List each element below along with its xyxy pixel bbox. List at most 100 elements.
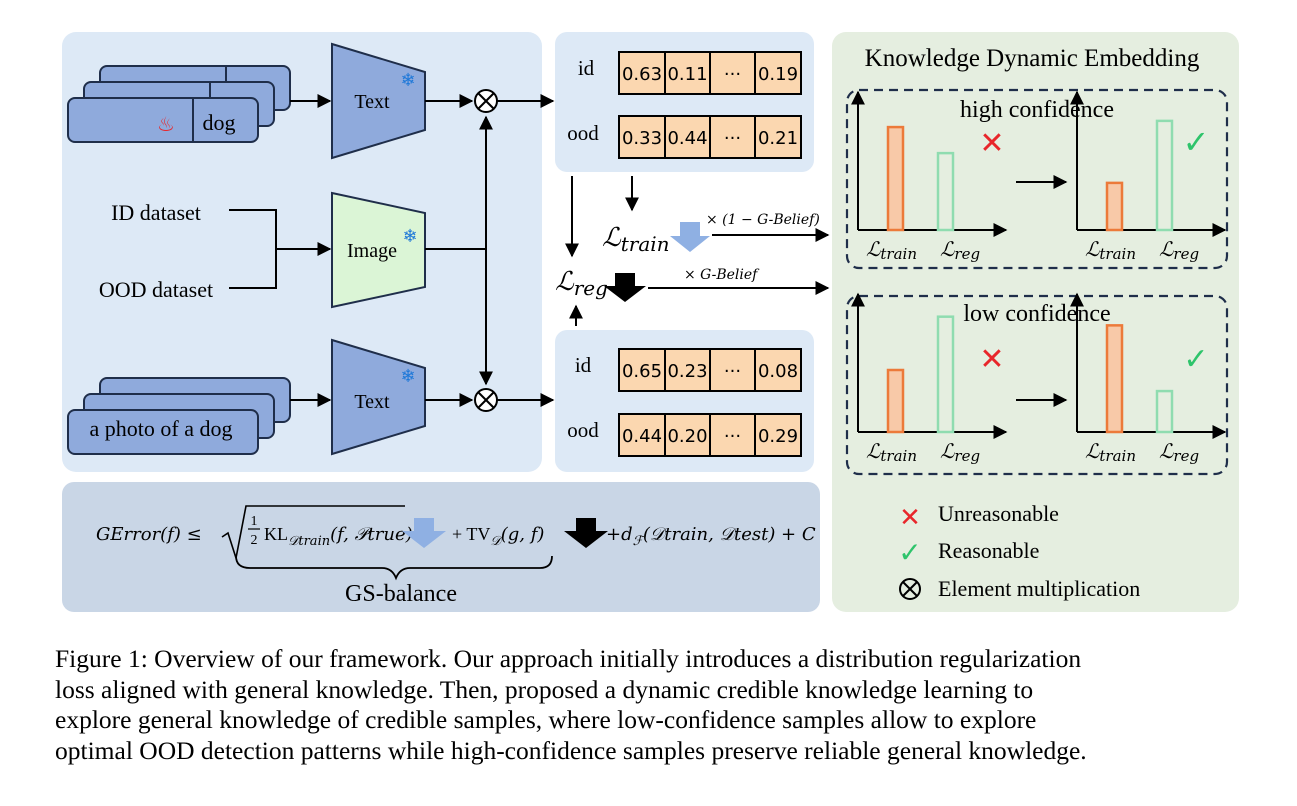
score-value: 0.29 <box>758 426 798 447</box>
train-loss-bar <box>1105 324 1124 434</box>
formula-line: GError(f) ≤ <box>96 524 202 545</box>
text-encoder-bottom <box>331 338 426 456</box>
chart-reg-label: ℒreg <box>1159 237 1199 263</box>
score-cell <box>618 51 666 95</box>
dark-arrow-icon <box>564 518 608 548</box>
legend-multiply-icon <box>899 578 921 600</box>
chart-reg-sub: reg <box>954 245 980 263</box>
image-encoder <box>331 191 426 309</box>
snowflake-icon: ❄ <box>400 366 415 387</box>
top-ood-label: ood <box>567 121 599 145</box>
loss-train-symbol: ℒ <box>602 223 622 253</box>
formula-panel <box>62 482 820 612</box>
score-value: 0.33 <box>622 128 662 149</box>
chart-train-symbol: ℒ <box>1085 237 1100 261</box>
score-cell <box>664 413 711 457</box>
chart-reg-symbol: ℒ <box>940 439 955 463</box>
gs-balance-label: GS-balance <box>345 581 457 607</box>
legend-multiply-icon-cross <box>902 581 918 597</box>
multiply-node-top-cross <box>477 92 495 110</box>
formula-d-args: (𝒟train, 𝒟test) + C <box>643 524 816 545</box>
score-cell <box>754 51 802 95</box>
score-cell <box>754 115 802 159</box>
ood-dataset-label: OOD dataset <box>99 277 213 302</box>
legend-unreasonable: Unreasonable <box>938 501 1059 526</box>
formula-kl-args: (f, 𝒫true) <box>330 524 413 545</box>
formula-d-sub: ℱ <box>633 534 646 549</box>
formula-tv-name: + TV <box>452 524 490 544</box>
top-id-label: id <box>578 56 595 80</box>
score-value: 0.23 <box>667 361 707 382</box>
score-cell <box>618 348 666 392</box>
light-arrow-icon <box>402 518 446 548</box>
chart-train-symbol: ℒ <box>866 439 881 463</box>
chart-train-sub: train <box>880 447 917 465</box>
caption-line: loss aligned with general knowledge. The… <box>55 674 1034 704</box>
cross-icon: ✕ <box>979 126 1004 161</box>
dark-arrow-icon <box>604 273 646 302</box>
bottom-prompt-text: a photo of a dog <box>90 416 233 441</box>
framework-diagram: ♨ dog a photo of a dog Text ❄ Image ❄ Te… <box>62 32 1239 612</box>
loss-train-sub: train <box>621 232 670 256</box>
caption-line: Figure 1: Overview of our framework. Our… <box>55 644 1082 673</box>
chart-train-sub: train <box>1099 447 1136 465</box>
chart-reg-symbol: ℒ <box>1159 237 1174 261</box>
low-confidence-title: low confidence <box>963 301 1110 327</box>
high-confidence-box <box>845 88 1229 270</box>
prompt-stack-bottom <box>67 377 291 455</box>
formula-kl-sub: 𝒟train <box>288 534 330 549</box>
caption-line: optimal OOD detection patterns while hig… <box>55 735 1087 765</box>
legend-cross-icon: ✕ <box>899 503 921 533</box>
chart-reg-sub: reg <box>1173 245 1199 263</box>
loss-reg-symbol: ℒ <box>555 267 575 297</box>
id-dataset-label: ID dataset <box>111 200 201 225</box>
chart-reg-sub: reg <box>1173 447 1199 465</box>
score-cell <box>709 51 756 95</box>
score-value: 0.21 <box>758 128 798 149</box>
chart-train-sub: train <box>1099 245 1136 263</box>
knowledge-title: Knowledge Dynamic Embedding <box>865 45 1200 72</box>
legend-check-icon: ✓ <box>898 536 921 569</box>
formula-tv-sub: 𝒟 <box>490 534 503 549</box>
reg-weight-label: × G-Belief <box>684 267 760 283</box>
chart-reg-label: ℒreg <box>940 237 980 263</box>
text-encoder-bottom-label: Text <box>354 391 390 413</box>
score-value: ··· <box>724 426 741 447</box>
text-encoder-top-label: Text <box>354 91 390 113</box>
score-cell <box>664 51 711 95</box>
formula-kl-name: KL <box>264 524 288 544</box>
score-cell <box>754 348 802 392</box>
chart-reg-label: ℒreg <box>1159 439 1199 465</box>
half-denominator: 2 <box>251 533 258 548</box>
train-weight-label: × (1 − G-Belief) <box>706 212 820 228</box>
check-icon: ✓ <box>1183 342 1208 377</box>
reg-loss-bar <box>1155 119 1174 232</box>
multiply-node-bottom-cross <box>477 391 495 409</box>
snowflake-icon: ❄ <box>400 70 415 91</box>
formula-kl: KL𝒟train(f, 𝒫true) <box>264 524 413 549</box>
image-encoder-label: Image <box>347 240 397 262</box>
score-value: 0.20 <box>667 426 707 447</box>
flame-icon: ♨ <box>157 112 175 136</box>
formula-tv-args: (g, f) <box>501 524 545 545</box>
score-value: ··· <box>724 64 741 85</box>
chart-train-label: ℒtrain <box>866 439 917 465</box>
formula-d: +dℱ(𝒟train, 𝒟test) + C <box>606 524 816 549</box>
chart-reg-label: ℒreg <box>940 439 980 465</box>
loss-reg-label: ℒreg <box>555 267 608 300</box>
chart-reg-sub: reg <box>954 447 980 465</box>
score-value: 0.19 <box>758 64 798 85</box>
light-arrow-icon <box>670 222 710 252</box>
top-prompt-word: dog <box>203 110 236 135</box>
formula-tv: + TV𝒟(g, f) <box>452 524 544 549</box>
chart-train-symbol: ℒ <box>866 237 881 261</box>
score-value: 0.65 <box>622 361 662 382</box>
caption-line: explore general knowledge of credible sa… <box>55 705 1037 734</box>
